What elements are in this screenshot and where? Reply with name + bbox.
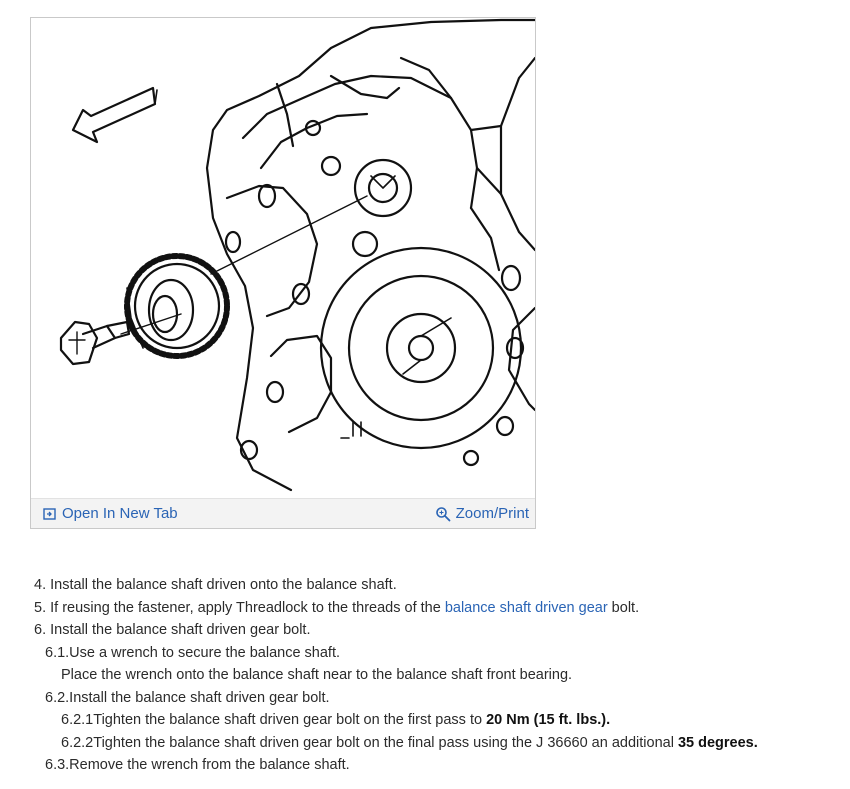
zoom-print-link[interactable]: Zoom/Print: [435, 505, 529, 522]
torque-spec: 20 Nm (15 ft. lbs.).: [486, 712, 611, 728]
step-6-2-2: 6.2.2Tighten the balance shaft driven ge…: [34, 732, 834, 755]
open-new-tab-label: Open In New Tab: [62, 505, 178, 522]
step-6-1: 6.1.Use a wrench to secure the balance s…: [45, 644, 341, 661]
step-5: 5. If reusing the fastener, apply Thread…: [34, 597, 834, 620]
procedure-steps: 4. Install the balance shaft driven onto…: [34, 574, 834, 777]
zoom-magnifier-icon: [435, 506, 451, 521]
step-6-1-note: Place the wrench onto the balance shaft …: [61, 667, 573, 683]
open-new-tab-icon: [43, 507, 56, 520]
step-4: 4. Install the balance shaft driven onto…: [34, 577, 397, 593]
engine-block: [205, 18, 535, 492]
direction-arrow: [71, 86, 157, 144]
engine-diagram[interactable]: [31, 18, 535, 498]
step-5-text: 5. If reusing the fastener, apply Thread…: [34, 599, 445, 616]
step-6-2: 6.2.Install the balance shaft driven gea…: [45, 689, 330, 706]
step-6: 6. Install the balance shaft driven gear…: [34, 622, 311, 638]
balance-shaft-driven-gear-link[interactable]: balance shaft driven gear: [444, 599, 608, 616]
step-6-2-1-text: 6.2.1Tighten the balance shaft driven ge…: [61, 712, 487, 728]
balance-shaft-driven-gear: [124, 253, 230, 359]
open-new-tab-link[interactable]: Open In New Tab: [43, 505, 178, 522]
figure-container: Open In New Tab Zoom/Print: [30, 17, 536, 529]
step-5-tail: bolt.: [607, 599, 640, 616]
step-6-2-1: 6.2.1Tighten the balance shaft driven ge…: [34, 709, 834, 732]
figure-toolbar: Open In New Tab Zoom/Print: [31, 498, 535, 528]
zoom-print-label: Zoom/Print: [455, 505, 529, 522]
gear-bolt: [59, 320, 131, 366]
angle-spec: 35 degrees.: [677, 734, 758, 751]
step-6-2-2-text: 6.2.2Tighten the balance shaft driven ge…: [61, 734, 678, 751]
step-6-3: 6.3.Remove the wrench from the balance s…: [45, 757, 350, 773]
